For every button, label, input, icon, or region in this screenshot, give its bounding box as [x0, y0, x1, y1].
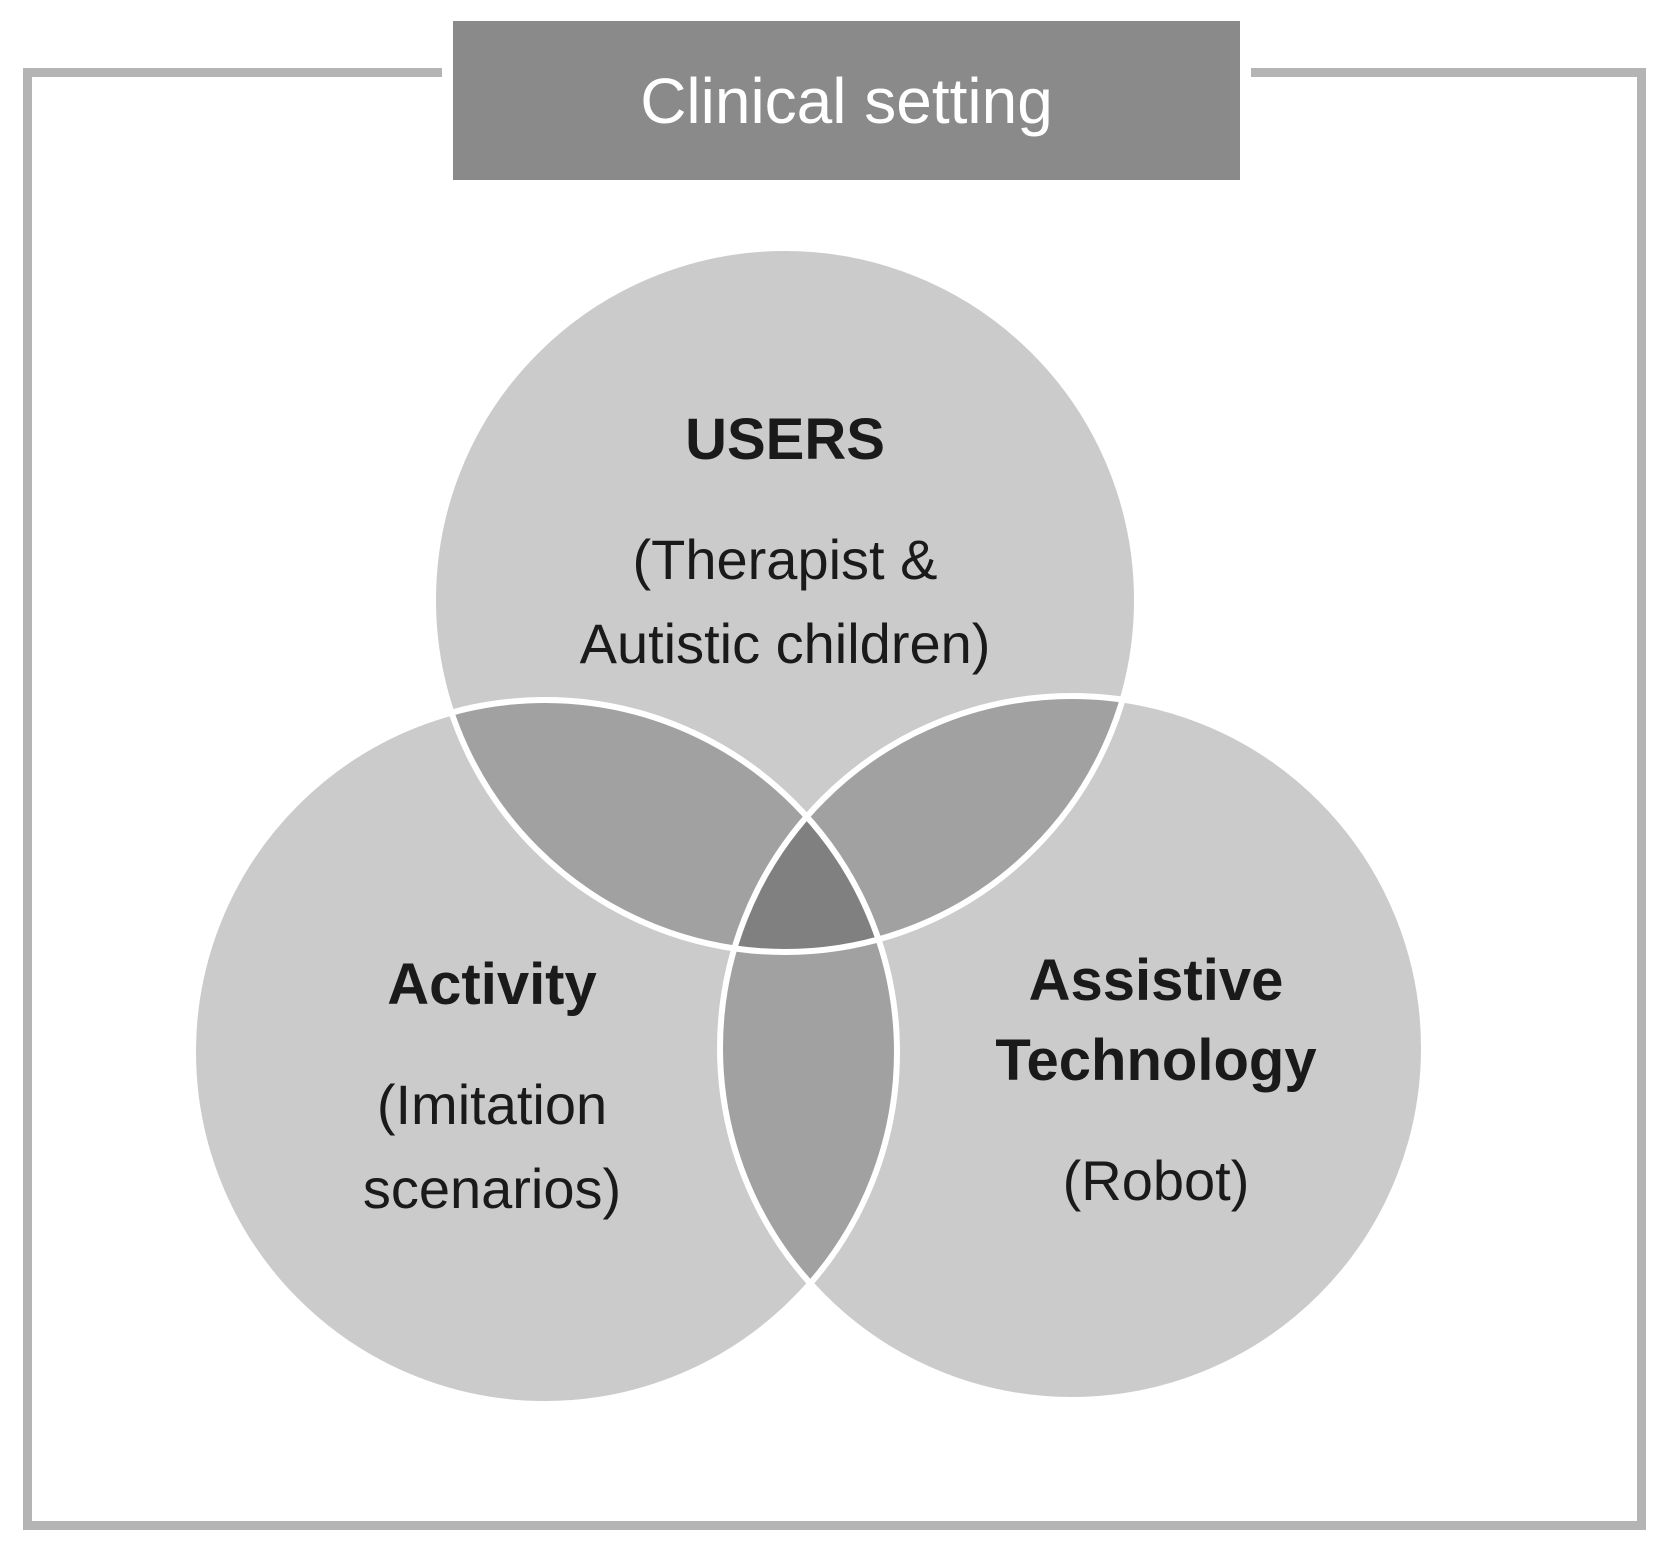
users-label: USERS (Therapist & Autistic children): [580, 400, 991, 686]
assistive-technology-subtitle-line-1: (Robot): [1062, 1149, 1250, 1212]
assistive-technology-title-line-1: Assistive: [1028, 948, 1284, 1013]
assistive-technology-circle: [720, 696, 1424, 1400]
activity-label: Activity (Imitation scenarios): [363, 945, 621, 1231]
activity-subtitle-line-1: (Imitation: [376, 1073, 608, 1136]
activity-subtitle-line-2: scenarios): [362, 1157, 622, 1220]
activity-label-title: Activity: [387, 952, 597, 1017]
users-label-subtitle: (Therapist & Autistic children): [580, 518, 991, 686]
users-subtitle-line-2: Autistic children): [579, 612, 991, 675]
users-subtitle-line-1: (Therapist &: [632, 528, 938, 591]
activity-label-subtitle: (Imitation scenarios): [363, 1063, 621, 1231]
diagram-title-box: Clinical setting: [442, 10, 1251, 191]
diagram-title: Clinical setting: [640, 64, 1053, 137]
assistive-technology-label-subtitle: (Robot): [995, 1139, 1316, 1223]
users-circle-outline: [430, 245, 1140, 955]
users-label-title: USERS: [685, 407, 885, 472]
activity-circle-outline: [190, 697, 900, 1407]
activity-circle: [193, 700, 897, 1404]
assistive-technology-title-line-2: Technology: [995, 1028, 1317, 1093]
assistive-technology-circle-outline: [717, 693, 1427, 1403]
users-circle: [433, 248, 1137, 952]
assistive-technology-label-title: Assistive Technology: [995, 941, 1316, 1101]
assistive-technology-label: Assistive Technology (Robot): [995, 941, 1316, 1223]
